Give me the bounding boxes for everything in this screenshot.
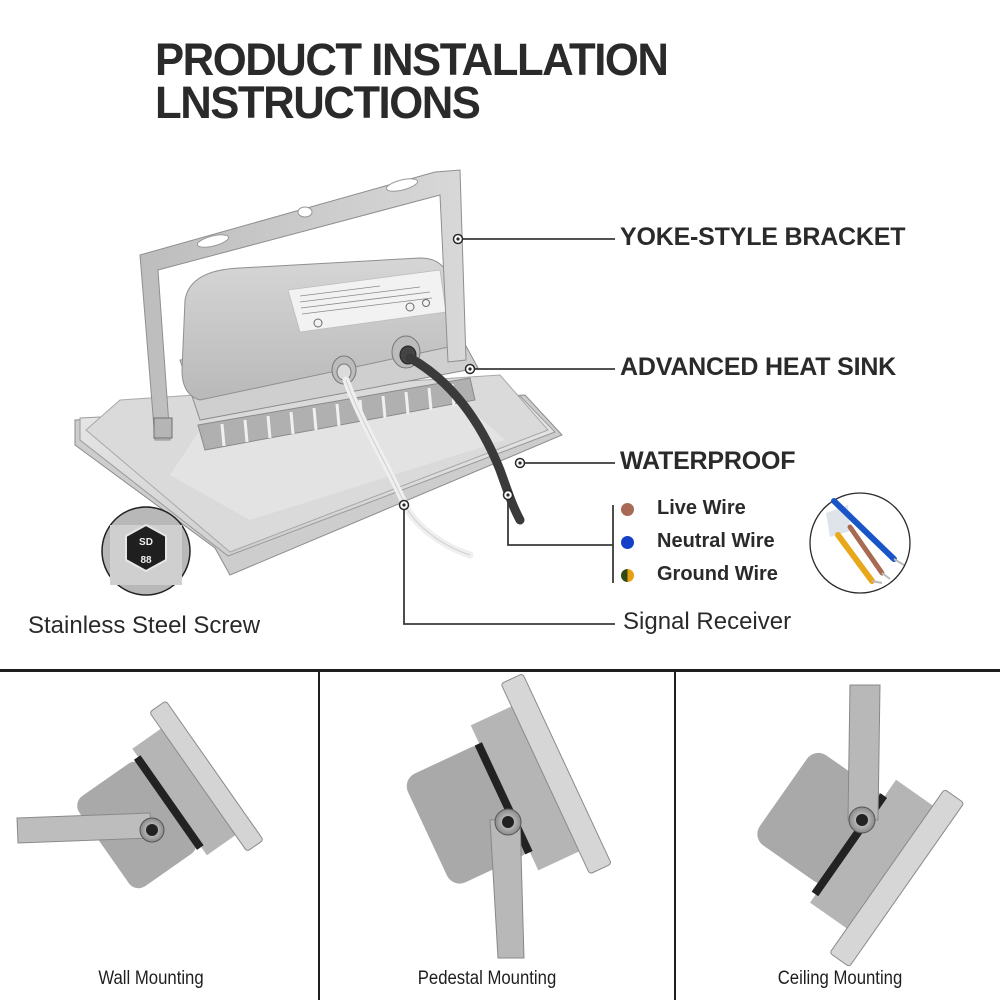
column-divider-1 xyxy=(318,671,320,1000)
callout-signal-receiver: Signal Receiver xyxy=(623,608,792,635)
neutral-wire-label: Neutral Wire xyxy=(657,530,775,552)
ceiling-mounting-label: Ceiling Mounting xyxy=(777,968,903,989)
ground-wire-label: Ground Wire xyxy=(657,563,778,585)
live-wire-color-icon xyxy=(621,503,634,516)
live-wire-label: Live Wire xyxy=(657,497,746,519)
floodlight-rear-view-illustration xyxy=(74,169,615,625)
leader-lines xyxy=(403,238,615,625)
callout-yoke-bracket: YOKE-STYLE BRACKET xyxy=(620,223,906,251)
title-line-1: PRODUCT INSTALLATION xyxy=(155,34,669,85)
callout-stainless-screw: Stainless Steel Screw xyxy=(28,612,261,639)
yoke-bracket xyxy=(139,169,467,441)
wall-mounting-illustration xyxy=(16,701,263,889)
callout-waterproof: WATERPROOF xyxy=(620,447,796,475)
wire-closeup xyxy=(809,492,911,594)
ground-wire-color-icon xyxy=(621,569,634,582)
stainless-screw-closeup: SD 88 xyxy=(101,506,191,596)
column-divider-2 xyxy=(674,671,676,1000)
ceiling-mounting-illustration xyxy=(757,684,964,967)
callout-heat-sink: ADVANCED HEAT SINK xyxy=(620,353,897,381)
section-divider xyxy=(0,669,1000,672)
screw-marking-top: SD xyxy=(139,537,153,548)
cable-glands xyxy=(331,335,421,385)
title-line-2: LNSTRUCTIONS xyxy=(155,77,481,128)
screw-marking-bottom: 88 xyxy=(140,555,152,566)
pedestal-mounting-label: Pedestal Mounting xyxy=(417,968,557,989)
pedestal-mounting-illustration xyxy=(406,674,611,959)
neutral-wire-color-icon xyxy=(621,536,634,549)
wall-mounting-label: Wall Mounting xyxy=(98,968,204,989)
page-title: PRODUCT INSTALLATION LNSTRUCTIONS xyxy=(155,34,669,128)
leader-dots xyxy=(398,233,526,511)
